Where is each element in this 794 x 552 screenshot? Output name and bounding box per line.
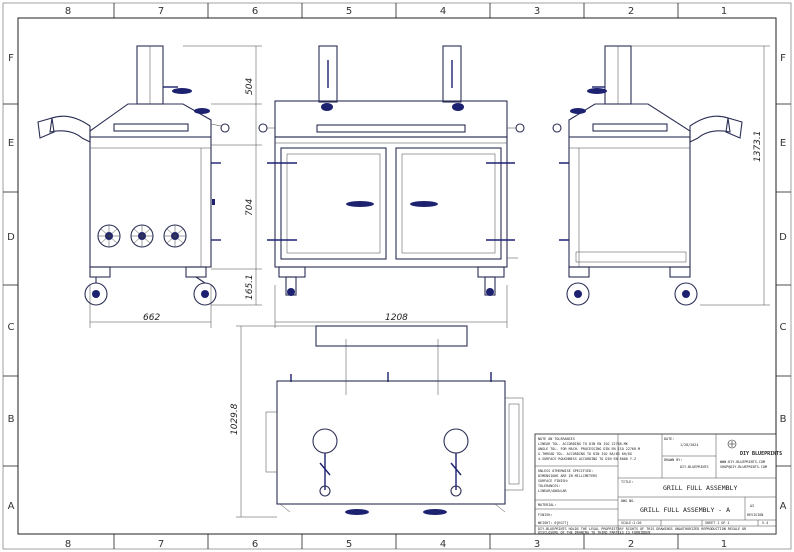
title-block [534,433,777,535]
dimension-lines-left [89,45,262,328]
col-label-bottom: 1 [721,539,727,550]
brand-website: WWW.DIY-BLUEPRINTS.COM [720,460,765,464]
spec-line: UNLESS OTHERWISE SPECIFIED: [538,469,593,473]
col-label-top: 2 [628,6,634,17]
col-label-bottom: 8 [65,539,71,550]
sheet-number: SHEET 1 OF 1 [705,521,730,525]
wheel-icon [193,276,217,306]
dwg-label: DWG NO. [621,499,635,503]
row-label-left: F [8,53,14,64]
row-label-left: C [8,322,15,333]
material-label: MATERIAL: [538,503,556,507]
col-label-top: 8 [65,6,71,17]
legal-notice: DIY-BLUEPRINTS HOLDS THE LEGAL PROPRIETA… [538,527,747,531]
sheet-revision: V.4 [762,521,768,525]
row-label-left: A [8,501,15,512]
front-view [258,45,525,296]
title-label: TITLE: [621,480,633,484]
col-label-bottom: 5 [346,539,352,550]
wheel-icon [566,282,590,306]
col-label-top: 1 [721,6,727,17]
revision-label: REVISION [747,513,763,517]
dimension-front-width: 1208 [385,313,408,323]
row-label-right: E [780,138,786,149]
tolerance-note: LINEAR TOL. ACCORDING TO DIN EN ISO 2276… [538,442,629,446]
date-label: DATE: [664,437,674,441]
dimension-lines-front [274,285,508,328]
brand-name: DIY BLUEPRINTS [740,451,782,457]
dimension-top-depth: 1029.8 [230,403,240,435]
row-label-right: B [780,414,787,425]
row-label-left: D [7,232,15,243]
col-label-top: 7 [158,6,164,17]
col-label-top: 4 [440,6,446,17]
drawn-by-value: DIY-BLUEPRINTS [680,465,709,469]
right-side-view [552,45,743,306]
row-label-right: F [780,53,786,64]
drawn-by-label: DRAWN BY: [664,458,682,462]
thermometer-icon [312,428,338,497]
vent-icon [163,224,187,248]
sheet-size: A3 [750,504,754,508]
dimension-body-height: 704 [245,199,255,216]
col-label-bottom: 4 [440,539,446,550]
scale-label: SCALE:1:20 [621,521,641,525]
legal-notice: DISCLOSURE OF THE DRAWING TO THIRD PARTI… [538,531,650,535]
tolerance-note: 4-SURFACE ROUGHNESS ACCORDING TO DIN EN … [538,457,636,461]
zone-labels: 8 7 6 5 4 3 2 1 8 7 6 5 4 3 2 1 F E D C … [7,6,787,550]
spec-line: TOLERANCES: [538,484,560,488]
col-label-bottom: 7 [158,539,164,550]
vent-icon [130,224,154,248]
col-label-top: 5 [346,6,352,17]
dimension-leg-height: 165.1 [245,274,255,300]
vent-icon [97,224,121,248]
drawing-title: GRILL FULL ASSEMBLY [663,484,737,492]
tolerance-note: ANGLE TOL. FOR MACH. PROCESSING DIN EN I… [538,447,640,451]
weight-label: WEIGHT: 0[KG??] [538,521,569,525]
dimension-side-width: 662 [143,313,160,323]
col-label-top: 6 [252,6,258,17]
wheel-icon [674,282,698,306]
dimension-top-height: 504 [245,78,255,95]
row-label-right: A [780,501,787,512]
spec-line: LINEAR/ANGULAR [538,489,568,493]
tolerance-note: NOTE ON TOLERANCES [538,437,575,441]
left-side-view [37,45,230,306]
dimension-lines-top [236,325,316,518]
dimension-total-height: 1373.1 [753,131,763,163]
date-value: 1/28/2024 [680,443,698,447]
col-label-bottom: 6 [252,539,258,550]
row-label-right: D [779,232,787,243]
row-label-left: B [8,414,15,425]
row-label-right: C [780,322,787,333]
col-label-bottom: 3 [534,539,540,550]
wheel-icon [84,277,108,306]
col-label-bottom: 2 [628,539,634,550]
dimension-lines-right [631,45,770,306]
drawing-number: GRILL FULL ASSEMBLY - A [640,506,730,514]
brand-email: SHOP@DIY-BLUEPRINTS.COM [720,465,767,469]
tolerance-note: G-THREAD TOL. ACCORDING TO DIN ISO 6A/6G… [538,452,632,456]
spec-line: DIMENSIONS ARE IN MILLIMETERS [538,474,597,478]
top-view [265,325,524,515]
spec-line: SURFACE FINISH: [538,479,569,483]
caster-icon [285,276,297,296]
caster-icon [484,276,496,296]
brand-logo-icon [727,439,737,449]
zone-ticks [3,3,791,549]
finish-label: FINISH: [538,513,552,517]
col-label-top: 3 [534,6,540,17]
row-label-left: E [8,138,14,149]
thermometer-icon [443,428,469,497]
